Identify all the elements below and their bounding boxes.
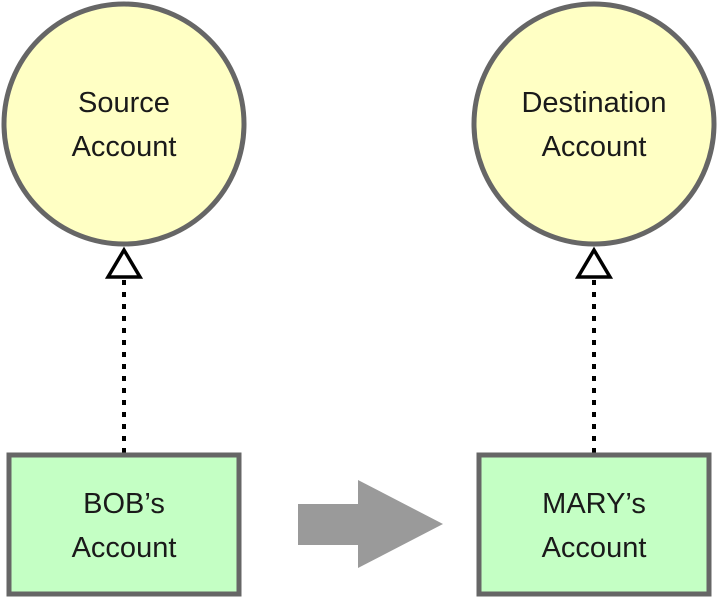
- mary-account-box: [476, 452, 712, 597]
- source-account-label-line2: Account: [72, 131, 177, 163]
- bob-to-source-connector: [104, 246, 144, 453]
- destination-account-node: Destination Account: [471, 1, 717, 247]
- source-account-label-line1: Source: [78, 87, 170, 119]
- destination-account-label-line1: Destination: [521, 87, 666, 119]
- bob-account-label-line1: BOB’s: [83, 488, 165, 520]
- source-account-circle: [1, 1, 247, 247]
- bob-account-box: [6, 452, 242, 597]
- block-arrow-right-icon: [298, 480, 443, 568]
- mary-account-node: MARY’s Account: [476, 452, 712, 597]
- destination-account-circle: [471, 1, 717, 247]
- bob-account-node: BOB’s Account: [6, 452, 242, 597]
- mary-account-label-line2: Account: [542, 532, 647, 564]
- mary-to-destination-connector: [574, 246, 614, 453]
- mary-to-destination-triangle-icon: [574, 246, 614, 279]
- destination-account-label-line2: Account: [542, 131, 647, 163]
- mary-account-label-line1: MARY’s: [542, 488, 646, 520]
- bob-account-label-line2: Account: [72, 532, 177, 564]
- source-account-node: Source Account: [1, 1, 247, 247]
- bob-to-source-triangle-icon: [104, 246, 144, 279]
